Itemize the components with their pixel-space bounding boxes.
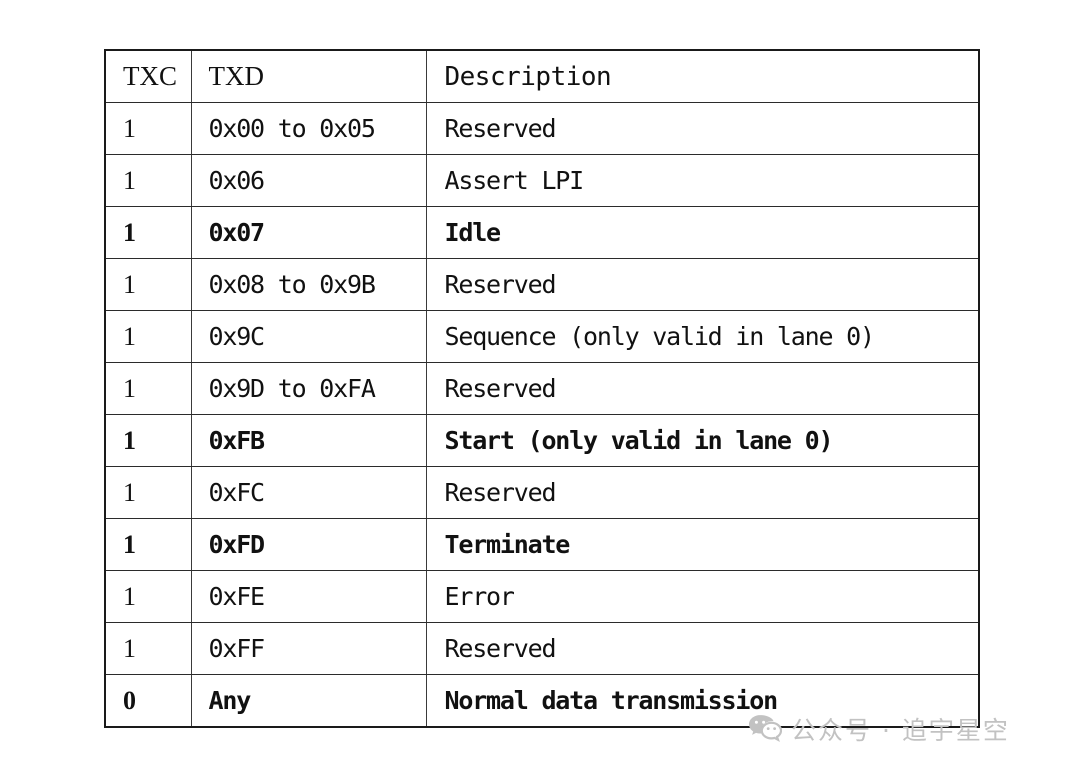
cell-txd: 0xFE (190, 570, 427, 623)
cell-description: Reserved (425, 258, 980, 311)
cell-txd: 0x08 to 0x9B (190, 258, 427, 311)
cell-txd: 0x07 (190, 206, 427, 259)
cell-description: Normal data transmission (425, 674, 980, 728)
cell-txc: 1 (104, 154, 192, 207)
cell-txc: 1 (104, 414, 192, 467)
cell-txd: 0x00 to 0x05 (190, 102, 427, 155)
cell-description: Reserved (425, 362, 980, 415)
column-header-txc: TXC (104, 49, 192, 103)
cell-txd: 0xFB (190, 414, 427, 467)
cell-txc: 1 (104, 622, 192, 675)
cell-txd: 0xFD (190, 518, 427, 571)
cell-txc: 0 (104, 674, 192, 728)
cell-description: Terminate (425, 518, 980, 571)
cell-description: Idle (425, 206, 980, 259)
cell-txc: 1 (104, 258, 192, 311)
cell-txc: 1 (104, 570, 192, 623)
column-header-description: Description (425, 49, 980, 103)
cell-txd: Any (190, 674, 427, 728)
cell-description: Error (425, 570, 980, 623)
cell-description: Reserved (425, 102, 980, 155)
table-header: TXC TXD Description (104, 49, 980, 103)
column-header-txd: TXD (190, 49, 427, 103)
cell-description: Assert LPI (425, 154, 980, 207)
cell-txd: 0x06 (190, 154, 427, 207)
cell-description: Reserved (425, 466, 980, 519)
cell-txd: 0xFC (190, 466, 427, 519)
cell-description: Reserved (425, 622, 980, 675)
cell-txd: 0x9D to 0xFA (190, 362, 427, 415)
cell-txc: 1 (104, 362, 192, 415)
table-header-row: TXC TXD Description (104, 49, 980, 103)
cell-txd: 0x9C (190, 310, 427, 363)
cell-txc: 1 (104, 466, 192, 519)
cell-description: Sequence (only valid in lane 0) (425, 310, 980, 363)
cell-txc: 1 (104, 310, 192, 363)
cell-txc: 1 (104, 206, 192, 259)
cell-txc: 1 (104, 518, 192, 571)
cell-description: Start (only valid in lane 0) (425, 414, 980, 467)
cell-txc: 1 (104, 102, 192, 155)
cell-txd: 0xFF (190, 622, 427, 675)
